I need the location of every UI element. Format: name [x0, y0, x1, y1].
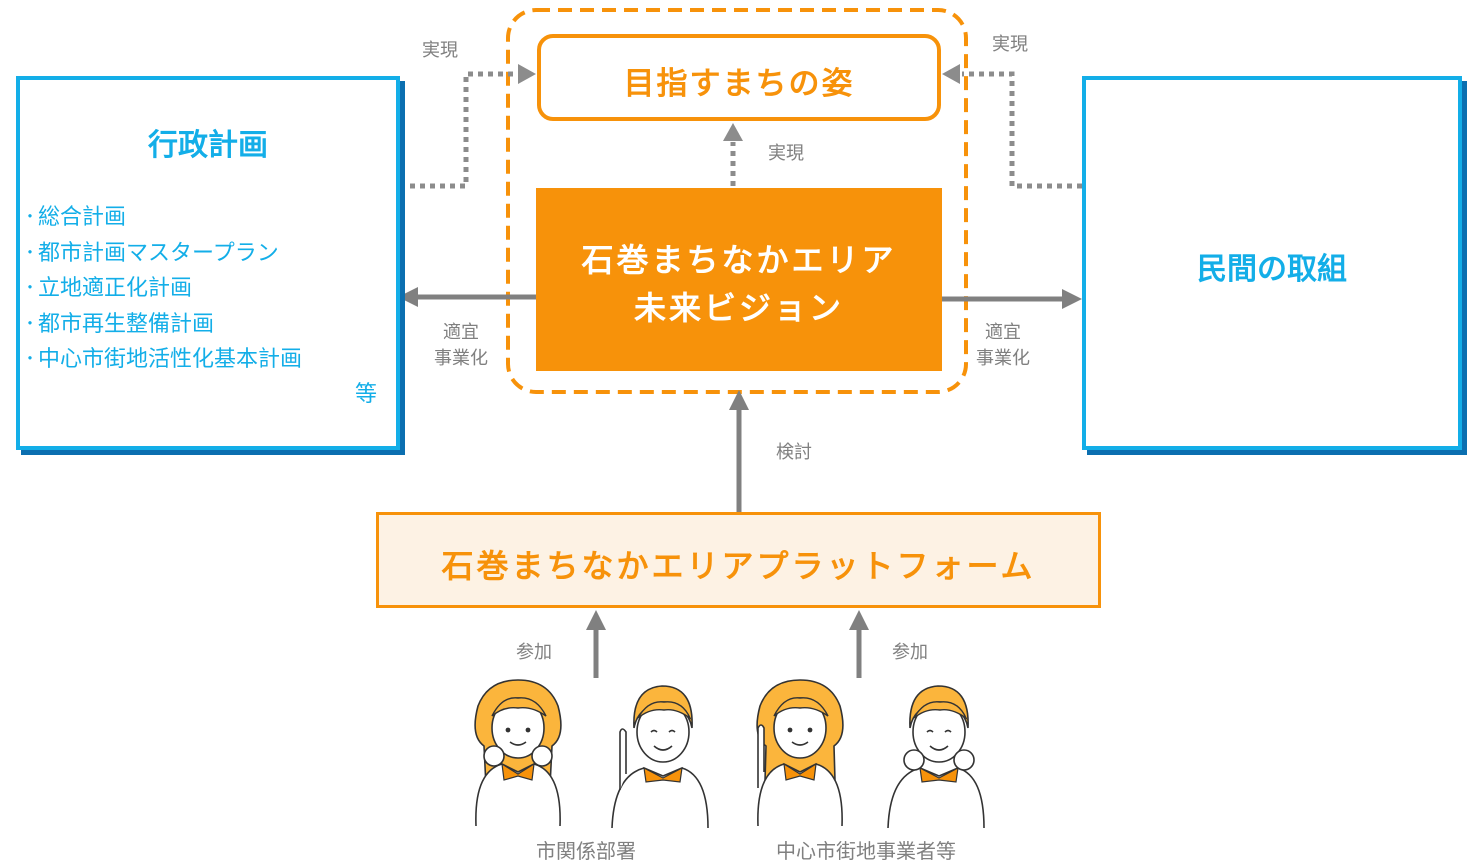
platform-label: 石巻まちなかエリアプラットフォーム — [441, 547, 1036, 585]
realize-center-arrowhead — [723, 123, 743, 141]
city-depts-label: 市関係部署 — [536, 839, 636, 863]
person-woman-pointing-icon — [756, 679, 844, 826]
realize-center-label: 実現 — [768, 143, 804, 164]
admin-plan-list: 総合計画 都市計画マスタープラン 立地適正化計画 都市再生整備計画 中心市街地活… — [22, 200, 302, 378]
consider-label: 検討 — [776, 442, 812, 463]
goal-box: 目指すまちの姿 — [537, 34, 941, 121]
vision-box: 石巻まちなかエリア 未来ビジョン — [536, 188, 942, 371]
commercialize-left-line2: 事業化 — [434, 348, 488, 369]
admin-plan-item: 立地適正化計画 — [22, 271, 302, 307]
realize-left-arrowhead — [518, 64, 536, 84]
commercialize-right-line2: 事業化 — [976, 348, 1030, 369]
participate-left-arrowhead — [586, 610, 606, 630]
commercialize-right-label: 適宜 事業化 — [976, 320, 1030, 372]
realize-left-label: 実現 — [422, 40, 458, 61]
realize-left-dotted-arrow — [400, 71, 516, 189]
admin-plan-item: 都市再生整備計画 — [22, 307, 302, 343]
realize-right-arrowhead — [942, 64, 960, 84]
participate-right-label: 参加 — [892, 642, 928, 663]
participate-right-arrowhead — [849, 610, 869, 630]
person-woman-fists-icon — [474, 679, 562, 826]
commercialize-left-line1: 適宜 — [443, 322, 479, 343]
commercialize-right-line1: 適宜 — [985, 322, 1021, 343]
admin-plan-item: 総合計画 — [22, 200, 302, 236]
consider-arrowhead — [729, 390, 749, 410]
vision-label-line1: 石巻まちなかエリア — [581, 241, 897, 279]
vision-area-dashed-outline — [506, 8, 968, 394]
realize-right-dotted-arrow — [962, 71, 1082, 189]
admin-plan-title: 行政計画 — [148, 128, 268, 163]
commercialize-right-arrowhead — [1062, 289, 1082, 309]
admin-plan-etc: 等 — [355, 382, 378, 407]
participate-left-label: 参加 — [516, 642, 552, 663]
private-box — [1082, 76, 1462, 450]
admin-plan-item: 中心市街地活性化基本計画 — [22, 342, 302, 378]
admin-plan-item: 都市計画マスタープラン — [22, 236, 302, 272]
commercialize-left-label: 適宜 事業化 — [434, 320, 488, 372]
vision-label-line2: 未来ビジョン — [633, 289, 844, 327]
person-man-pointing-icon — [611, 685, 709, 828]
goal-label: 目指すまちの姿 — [623, 66, 855, 102]
platform-box: 石巻まちなかエリアプラットフォーム — [376, 512, 1101, 608]
commercialize-left-arrowhead — [398, 287, 418, 307]
businesses-label: 中心市街地事業者等 — [776, 839, 956, 863]
realize-right-label: 実現 — [992, 34, 1028, 55]
person-man-fists-icon — [887, 685, 985, 828]
vision-label: 石巻まちなかエリア 未来ビジョン — [536, 236, 942, 332]
private-title: 民間の取組 — [1197, 252, 1347, 287]
